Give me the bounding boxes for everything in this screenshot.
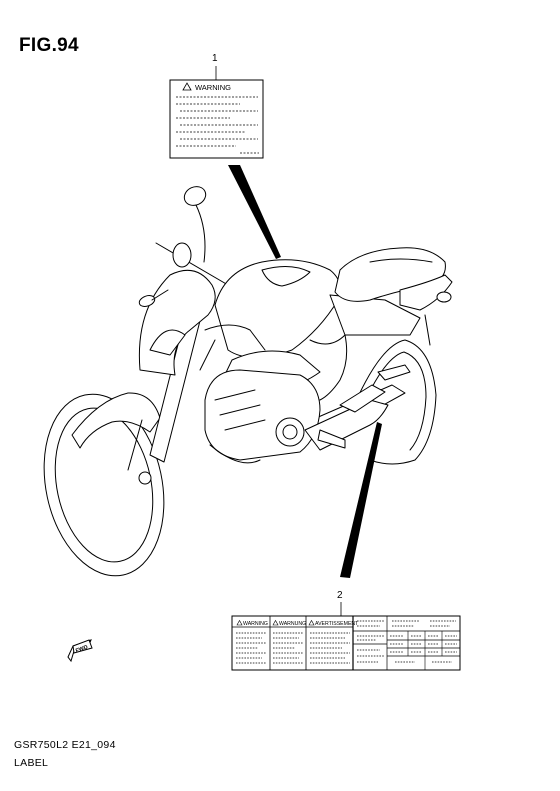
label-2-heading-de: WARNUNG (279, 621, 306, 627)
forward-arrow-icon: FWD (67, 639, 93, 663)
pointer-label-2 (340, 422, 382, 578)
label-2-heading-en: WARNING (243, 621, 268, 627)
warning-triangle-icon (182, 82, 192, 91)
engine (204, 369, 321, 461)
tail-light (436, 291, 452, 303)
footrest (317, 429, 346, 449)
rear-frame (329, 294, 421, 336)
rear-tire (351, 339, 437, 465)
label-1-heading: WARNING (195, 83, 231, 92)
forward-arrow-text: FWD (75, 644, 89, 654)
tail-cowl (399, 274, 453, 311)
section-name: LABEL (14, 757, 49, 769)
figure-code: GSR750L2 E21_094 (14, 739, 116, 751)
callout-2[interactable]: 2 (337, 590, 343, 601)
front-fender (71, 392, 161, 449)
fuel-tank (214, 259, 341, 358)
warning-label-2[interactable]: WARNING WARNUNG AVERTISSEMENT (231, 615, 461, 671)
motorcycle-illustration (43, 186, 453, 577)
callout-1[interactable]: 1 (212, 53, 218, 64)
left-mirror (183, 186, 207, 206)
front-tire (43, 393, 165, 577)
warning-label-1[interactable]: WARNING (169, 79, 264, 159)
figure-title: FIG.94 (19, 35, 79, 56)
label-2-heading-fr: AVERTISSEMENT (315, 621, 359, 627)
pointer-label-1 (228, 165, 281, 259)
